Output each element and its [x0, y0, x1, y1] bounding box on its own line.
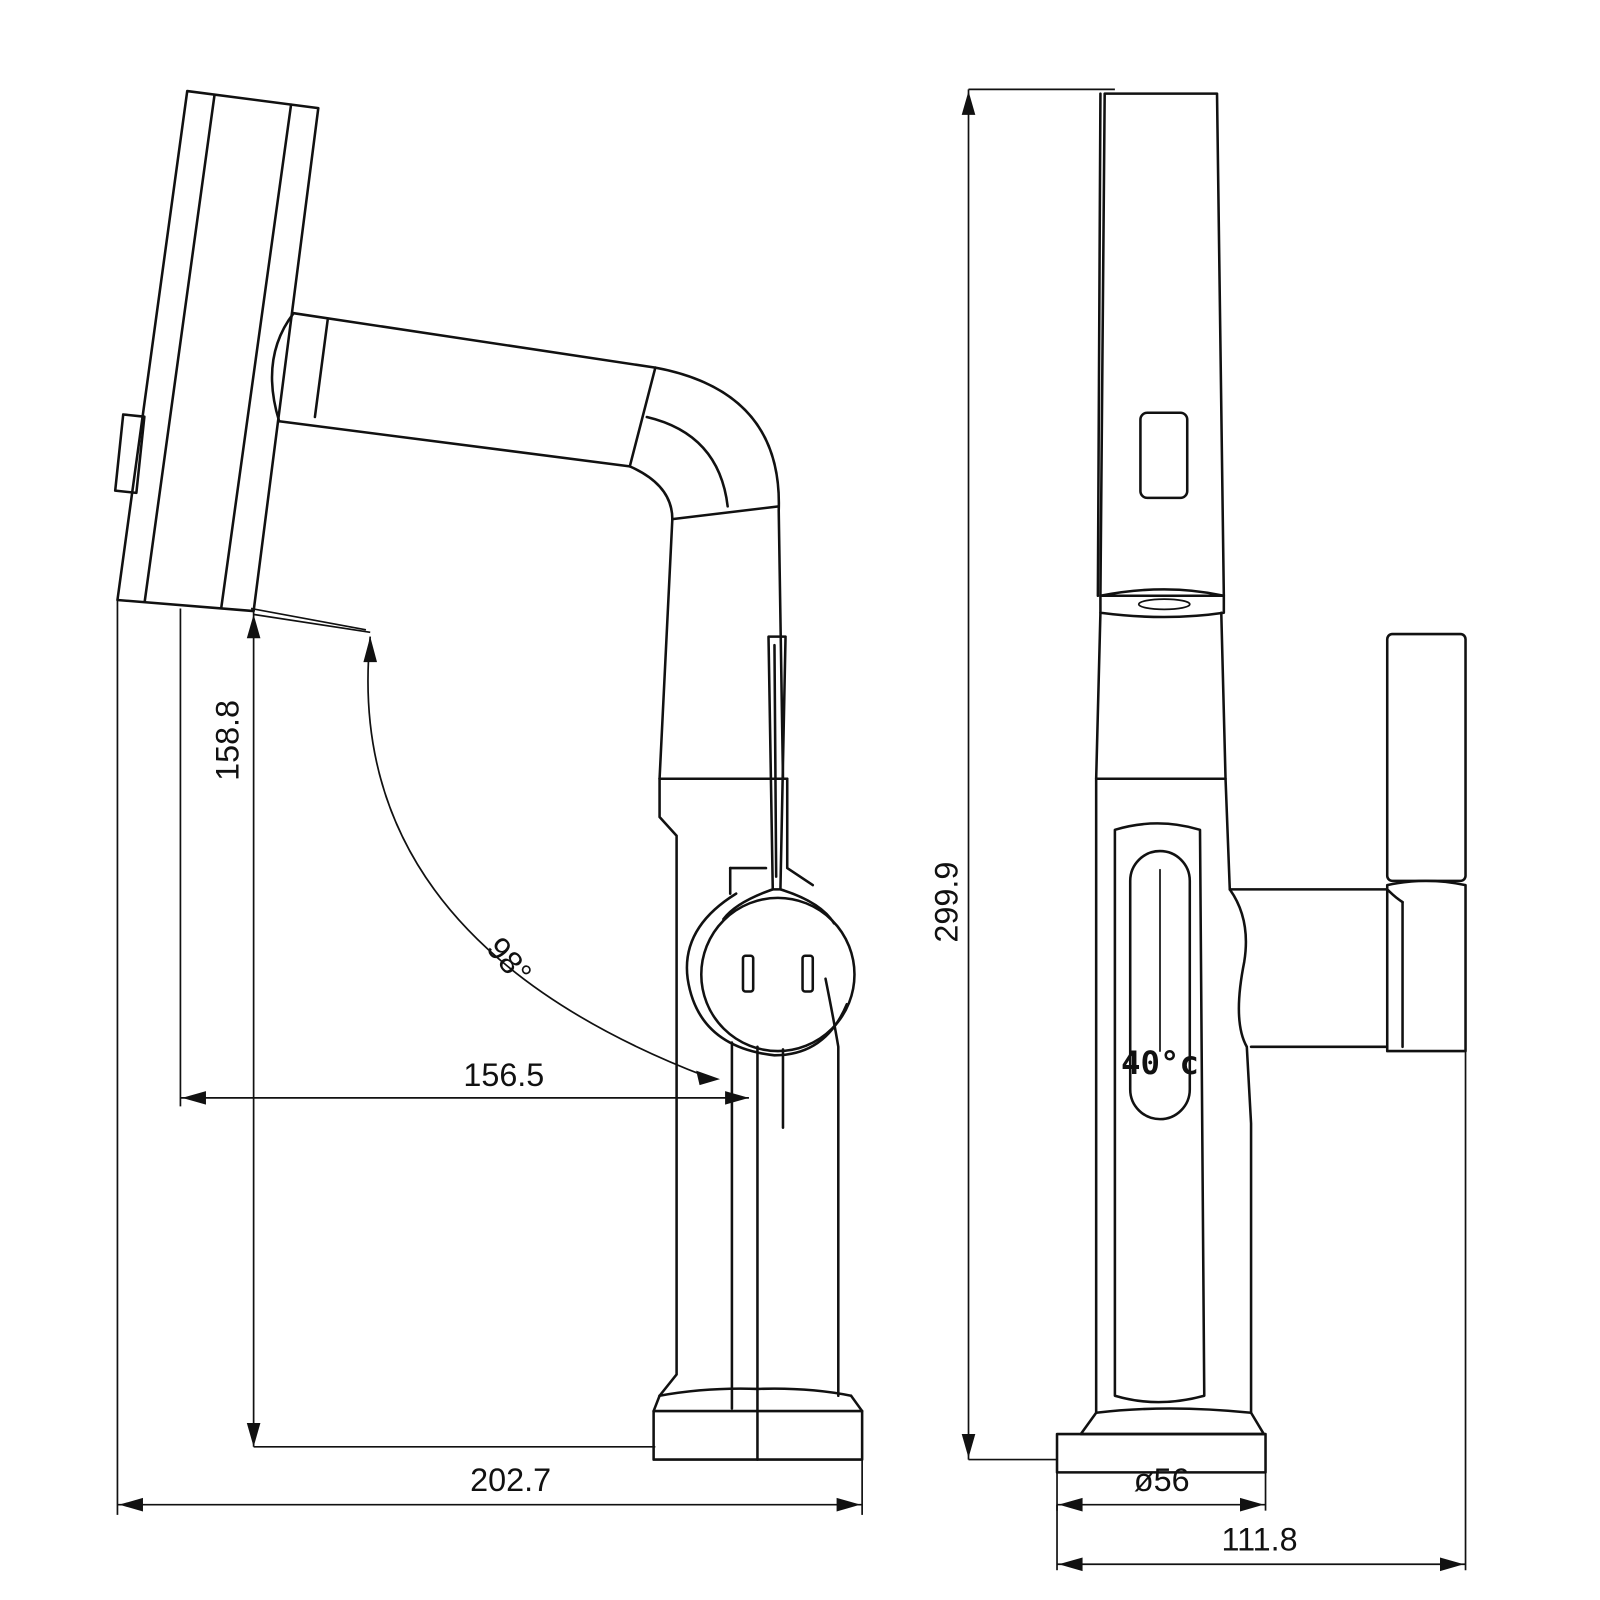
spout-arm — [270, 311, 781, 521]
rotation-arc: 98° — [363, 636, 720, 1086]
spout-height-label: 158.8 — [209, 700, 245, 781]
total-length-label: 202.7 — [470, 1462, 551, 1498]
dimension-total-depth: 111.8 — [1056, 1051, 1467, 1572]
spout-reach-label: 156.5 — [463, 1057, 544, 1093]
dimension-base-diameter: ø56 — [1056, 1462, 1267, 1512]
spray-head — [113, 89, 320, 613]
dimension-total-length: 202.7 — [116, 600, 863, 1515]
front-faucet-body — [1094, 611, 1389, 1415]
dimension-spout-reach: 156.5 — [179, 608, 749, 1107]
side-view: 98° 158.8 156.5 202.7 — [113, 89, 864, 1515]
control-knob — [685, 892, 856, 1057]
temperature-readout: 40°c — [1121, 1044, 1199, 1082]
total-height-label: 299.9 — [928, 862, 964, 943]
rotation-angle-label: 98° — [480, 930, 539, 991]
front-spray-head — [1096, 92, 1226, 619]
base-diameter-label: ø56 — [1134, 1462, 1190, 1498]
front-base — [1055, 1407, 1267, 1474]
dimension-spout-height: 158.8 — [209, 607, 371, 1447]
temperature-display: 40°c — [1113, 822, 1206, 1404]
faucet-base — [652, 977, 864, 1461]
lever-handle — [722, 635, 836, 925]
front-view: 40°c 299.9 ø — [928, 88, 1467, 1572]
dimension-total-height: 299.9 — [928, 88, 1115, 1461]
faucet-column — [658, 509, 815, 1398]
total-depth-label: 111.8 — [1222, 1522, 1298, 1558]
front-lever — [1385, 632, 1467, 1053]
